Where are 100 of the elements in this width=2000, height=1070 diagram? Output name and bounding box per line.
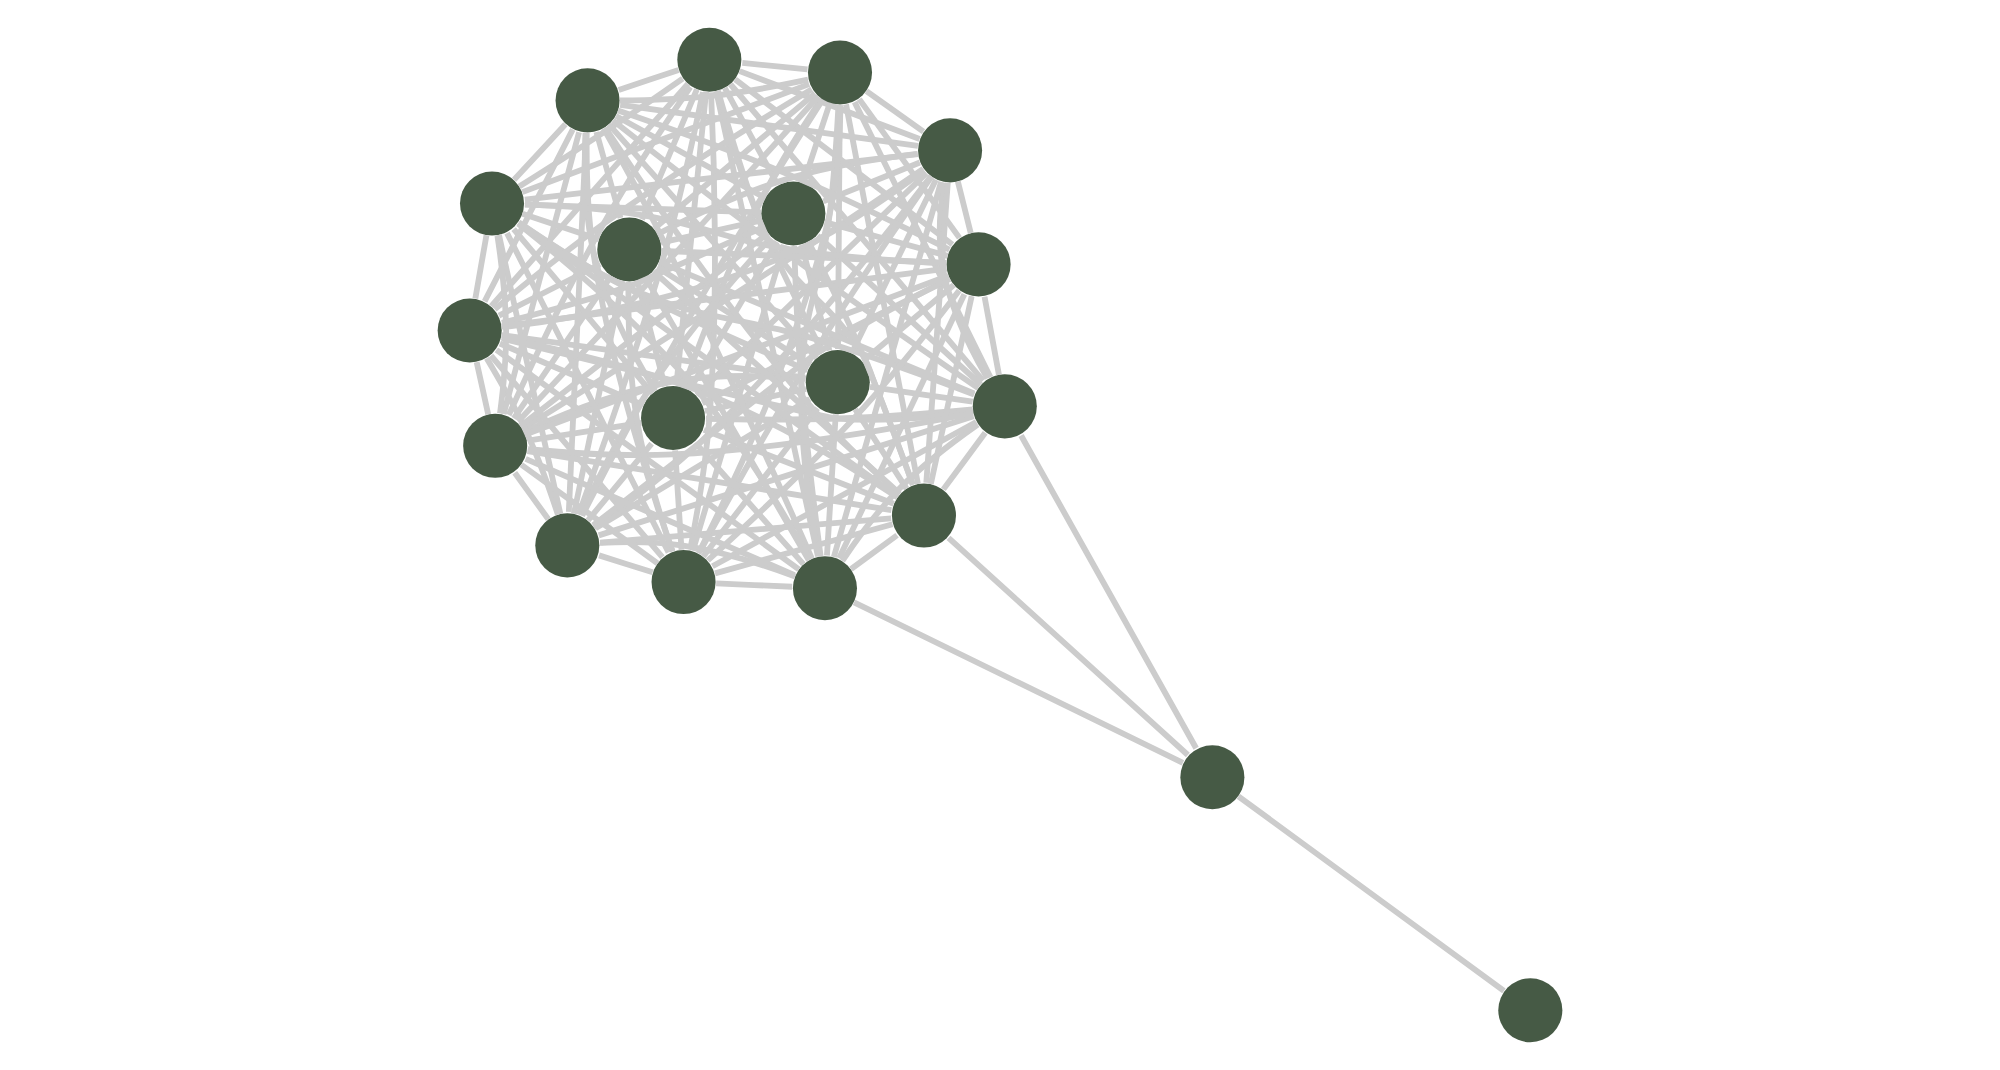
connector	[733, 77, 955, 247]
connector	[516, 221, 812, 561]
connector	[701, 276, 952, 406]
connector	[928, 295, 975, 485]
connector	[521, 81, 811, 195]
connector	[849, 532, 899, 572]
connector	[869, 383, 974, 405]
connector	[502, 168, 926, 331]
connector	[593, 396, 812, 531]
node-circle	[1180, 745, 1245, 810]
connector	[702, 427, 895, 507]
connector	[517, 76, 685, 190]
connector	[524, 151, 919, 203]
connector	[728, 82, 986, 383]
connector	[565, 132, 589, 513]
connector	[517, 219, 809, 373]
connector	[941, 431, 988, 492]
connector	[515, 94, 821, 424]
connector	[1018, 434, 1199, 750]
connector	[704, 386, 807, 414]
connector	[711, 419, 978, 569]
connector	[599, 539, 797, 580]
connector	[652, 91, 817, 231]
connector	[575, 91, 706, 516]
connector	[634, 280, 668, 387]
connector	[591, 276, 951, 528]
connector	[521, 210, 600, 243]
connector	[798, 244, 833, 352]
connector	[800, 102, 833, 184]
connector	[614, 113, 767, 201]
connector	[791, 245, 824, 557]
connector	[527, 420, 642, 444]
node-circle	[597, 217, 662, 282]
connector	[581, 132, 658, 393]
connector	[494, 235, 509, 414]
connector	[852, 599, 1185, 766]
connector	[511, 227, 655, 396]
connector	[839, 422, 980, 563]
connector	[601, 127, 815, 560]
connector	[806, 241, 916, 486]
connector	[625, 282, 676, 553]
node-circle	[761, 181, 826, 246]
connector	[593, 131, 624, 219]
connector	[506, 85, 693, 417]
node-circle	[891, 483, 956, 548]
connector	[488, 353, 665, 559]
connector	[639, 88, 700, 221]
connector	[798, 104, 842, 557]
node-circle	[677, 27, 742, 92]
connector	[946, 535, 1190, 758]
connector	[524, 273, 950, 438]
node-circle	[460, 171, 525, 236]
connector	[585, 441, 654, 523]
connector	[715, 89, 916, 486]
connector	[579, 98, 825, 518]
connector	[501, 265, 948, 330]
connector	[831, 181, 944, 558]
connector	[527, 410, 974, 458]
connector	[693, 441, 806, 566]
connector	[619, 102, 919, 149]
connector	[592, 174, 934, 530]
connector	[497, 261, 602, 319]
connector	[519, 462, 660, 566]
connector	[660, 217, 763, 246]
connector	[518, 231, 770, 429]
connector	[695, 105, 844, 555]
connector	[578, 235, 773, 517]
connector	[716, 580, 793, 590]
connector	[484, 356, 561, 516]
connector	[504, 231, 672, 554]
connector	[501, 334, 900, 500]
connector	[661, 248, 947, 266]
node-circle	[805, 350, 870, 415]
connector	[955, 180, 974, 234]
connector	[742, 60, 808, 73]
connector	[583, 132, 676, 553]
connector	[617, 107, 951, 253]
node-circle	[437, 298, 502, 363]
connector	[524, 201, 762, 216]
connector	[700, 406, 820, 559]
connector	[981, 296, 1002, 376]
connector	[657, 150, 918, 237]
node-circle	[651, 550, 716, 615]
connector	[722, 86, 781, 186]
connector	[501, 335, 974, 423]
connector	[523, 373, 807, 435]
connector	[836, 293, 967, 560]
connector	[619, 76, 809, 104]
connector	[852, 407, 909, 491]
connector	[524, 456, 796, 578]
connector	[521, 166, 925, 431]
connector	[843, 103, 921, 485]
node-circle	[641, 385, 706, 450]
connector	[923, 182, 951, 483]
connector	[690, 244, 787, 552]
connector	[524, 201, 946, 267]
connector	[705, 288, 962, 563]
node-circle	[918, 118, 983, 183]
connector	[494, 347, 801, 572]
connector	[597, 413, 975, 539]
